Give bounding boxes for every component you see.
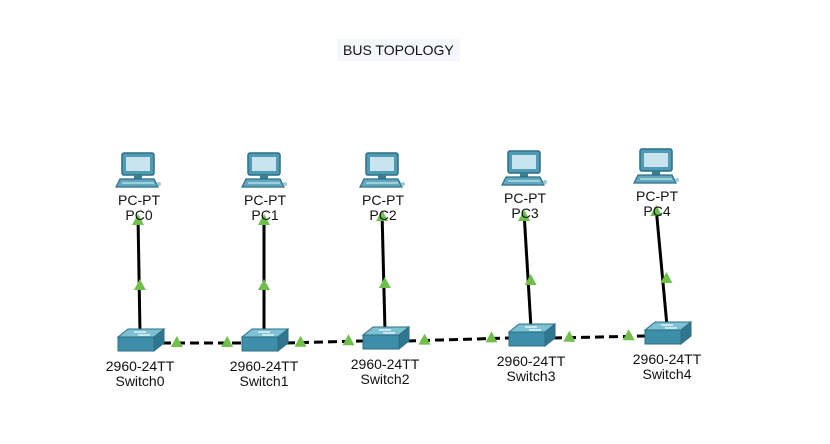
port-up-indicator — [524, 274, 537, 285]
pc-name: PC1 — [251, 207, 279, 223]
port-up-indicator — [170, 336, 183, 347]
topology-title: BUS TOPOLOGY — [337, 39, 460, 61]
port-up-indicator — [485, 331, 498, 343]
switch-model: 2960-24TT — [229, 358, 299, 374]
port-up-indicator — [418, 333, 431, 345]
pc-model: PC-PT — [118, 192, 160, 208]
port-up-indicator — [622, 329, 635, 341]
switch-label-1: 2960-24TT Switch1 — [230, 359, 298, 389]
pc-icon[interactable] — [115, 152, 161, 188]
switch-icon[interactable] — [116, 327, 166, 353]
port-up-indicator — [518, 210, 531, 221]
pc-label-4: PC-PT PC4 — [636, 189, 678, 219]
link-PC0-Switch0[interactable] — [136, 215, 142, 334]
port-up-indicator — [294, 335, 307, 347]
pc-label-3: PC-PT PC3 — [504, 191, 546, 221]
switch-name: Switch4 — [642, 366, 692, 382]
pc-name: PC3 — [511, 205, 539, 221]
pc-icon[interactable] — [359, 152, 405, 188]
switch-model: 2960-24TT — [632, 351, 702, 367]
switch-icon[interactable] — [643, 320, 693, 346]
link-PC4-Switch4[interactable] — [654, 206, 669, 327]
port-up-indicator — [132, 214, 145, 225]
port-up-indicator — [650, 205, 663, 216]
port-up-indicator — [133, 279, 146, 290]
switch-label-4: 2960-24TT Switch4 — [633, 352, 701, 382]
switch-model: 2960-24TT — [350, 356, 420, 372]
switch-icon[interactable] — [240, 327, 290, 353]
pc-name: PC4 — [643, 203, 671, 219]
pc-icon[interactable] — [633, 148, 679, 184]
pc-name: PC2 — [369, 207, 397, 223]
pc-icon[interactable] — [501, 150, 547, 186]
pc-model: PC-PT — [636, 188, 678, 204]
pc-model: PC-PT — [244, 192, 286, 208]
port-up-indicator — [378, 277, 391, 288]
port-up-indicator — [342, 334, 355, 346]
port-up-indicator — [258, 279, 270, 290]
switch-model: 2960-24TT — [496, 353, 566, 369]
pc-model: PC-PT — [504, 190, 546, 206]
port-up-indicator — [660, 272, 673, 283]
port-up-indicator — [221, 336, 234, 347]
switch-model: 2960-24TT — [105, 358, 175, 374]
pc-label-2: PC-PT PC2 — [362, 193, 404, 223]
link-PC3-Switch3[interactable] — [522, 211, 533, 329]
switch-label-3: 2960-24TT Switch3 — [497, 354, 565, 384]
switch-name: Switch3 — [506, 368, 556, 384]
link-PC2-Switch2[interactable] — [380, 211, 387, 332]
pc-label-1: PC-PT PC1 — [244, 193, 286, 223]
switch-name: Switch0 — [115, 373, 165, 389]
switch-label-2: 2960-24TT Switch2 — [351, 357, 419, 387]
switch-label-0: 2960-24TT Switch0 — [106, 359, 174, 389]
pc-icon[interactable] — [241, 152, 287, 188]
switch-name: Switch2 — [360, 371, 410, 387]
pc-name: PC0 — [125, 207, 153, 223]
switch-icon[interactable] — [507, 322, 557, 348]
port-up-indicator — [376, 210, 389, 221]
pc-label-0: PC-PT PC0 — [118, 193, 160, 223]
port-up-indicator — [563, 330, 576, 342]
pc-model: PC-PT — [362, 192, 404, 208]
switch-name: Switch1 — [239, 373, 289, 389]
port-up-indicator — [258, 214, 270, 225]
switch-icon[interactable] — [361, 325, 411, 351]
